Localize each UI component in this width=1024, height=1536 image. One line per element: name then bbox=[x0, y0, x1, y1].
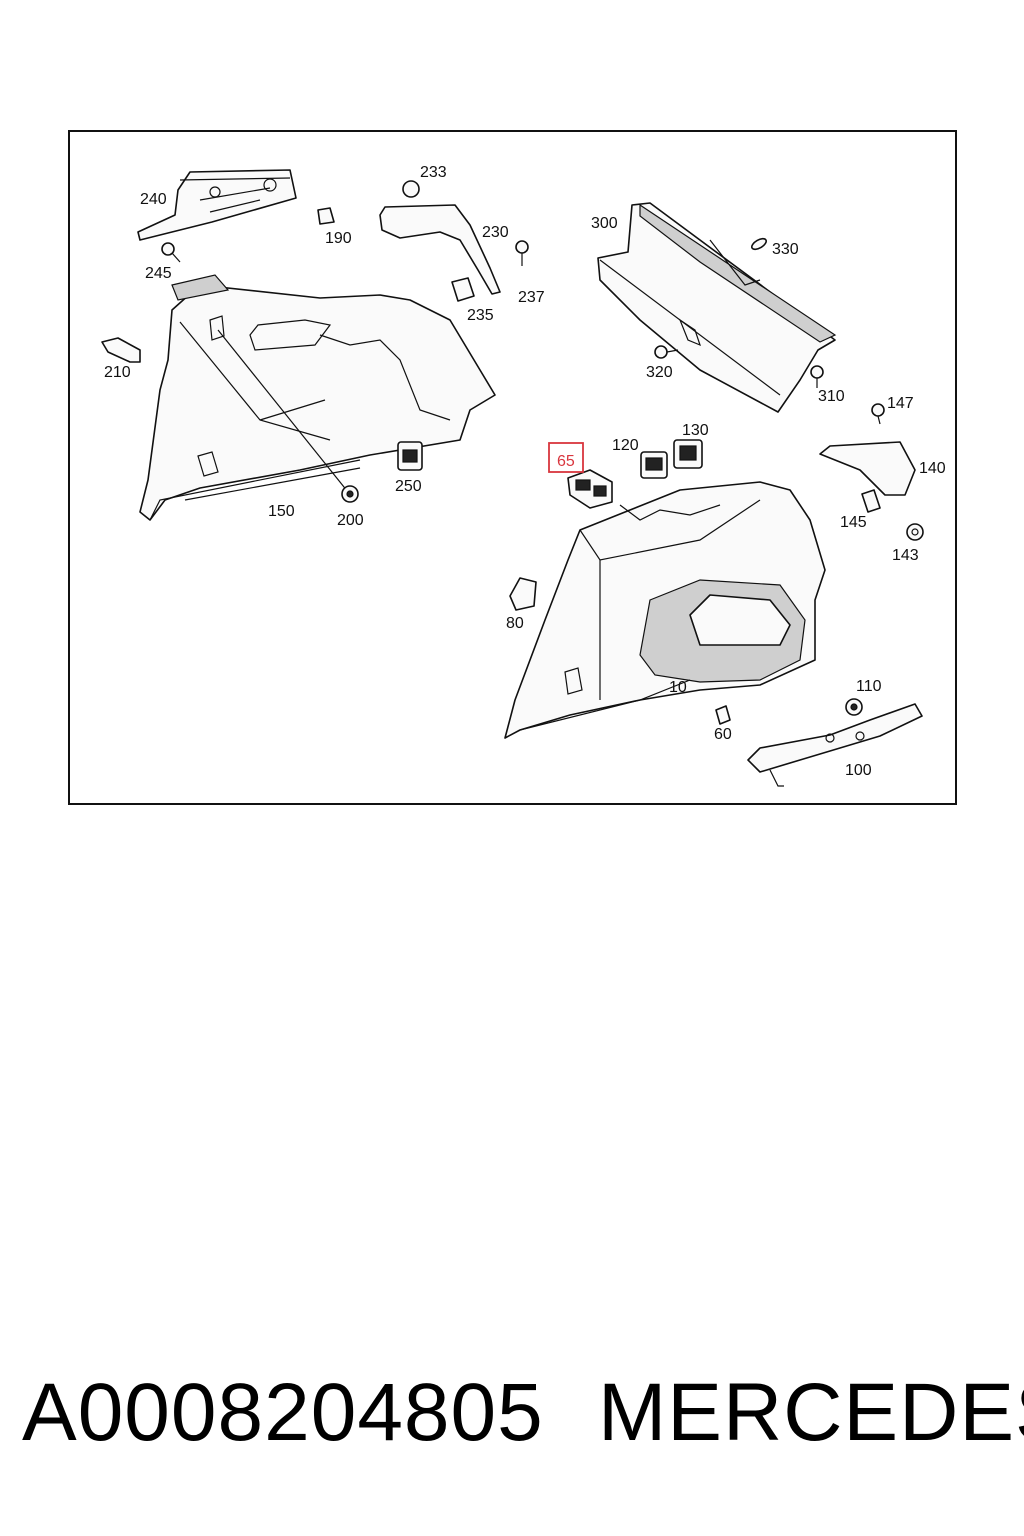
part-130-switch bbox=[673, 439, 703, 469]
part-300-rear-panel bbox=[597, 202, 837, 413]
diagram-frame bbox=[68, 130, 957, 805]
part-330-clip bbox=[750, 237, 768, 251]
label-237: 237 bbox=[518, 289, 545, 306]
part-245-bolt bbox=[161, 242, 181, 263]
label-240: 240 bbox=[140, 191, 167, 208]
highlight-box-65 bbox=[548, 442, 584, 473]
part-233-grommet bbox=[402, 180, 420, 198]
label-230: 230 bbox=[482, 224, 509, 241]
part-140-bracket bbox=[819, 441, 916, 496]
label-250: 250 bbox=[395, 478, 422, 495]
part-143-nut bbox=[906, 523, 924, 541]
label-200: 200 bbox=[337, 512, 364, 529]
label-147: 147 bbox=[887, 395, 914, 412]
label-10: 10 bbox=[669, 679, 687, 696]
label-130: 130 bbox=[682, 422, 709, 439]
label-80: 80 bbox=[506, 615, 524, 632]
label-233: 233 bbox=[420, 164, 447, 181]
label-143: 143 bbox=[892, 547, 919, 564]
part-210-bracket bbox=[101, 337, 141, 363]
parts-diagram: 233 240 190 230 300 330 245 237 235 210 … bbox=[68, 130, 957, 805]
label-210: 210 bbox=[104, 364, 131, 381]
label-120: 120 bbox=[612, 437, 639, 454]
label-300: 300 bbox=[591, 215, 618, 232]
part-60-clip bbox=[715, 705, 731, 725]
part-110-nut bbox=[845, 698, 863, 716]
label-330: 330 bbox=[772, 241, 799, 258]
part-65-connector bbox=[567, 469, 613, 509]
part-150-left-trim bbox=[139, 274, 496, 521]
label-150: 150 bbox=[268, 503, 295, 520]
part-120-switch bbox=[640, 451, 668, 479]
label-60: 60 bbox=[714, 726, 732, 743]
label-65: 65 bbox=[557, 453, 575, 470]
part-80-clip bbox=[509, 577, 537, 611]
part-number: A0008204805 bbox=[22, 1367, 544, 1458]
label-100: 100 bbox=[845, 762, 872, 779]
label-320: 320 bbox=[646, 364, 673, 381]
part-100-bracket bbox=[747, 703, 923, 787]
label-245: 245 bbox=[145, 265, 172, 282]
part-190-clip bbox=[317, 207, 335, 225]
part-200-screw bbox=[217, 329, 359, 503]
label-190: 190 bbox=[325, 230, 352, 247]
label-235: 235 bbox=[467, 307, 494, 324]
brand-name: MERCEDES bbox=[598, 1367, 1024, 1458]
label-140: 140 bbox=[919, 460, 946, 477]
part-237-screw bbox=[515, 240, 529, 266]
part-230-trim bbox=[379, 204, 501, 295]
part-10-right-trim bbox=[504, 481, 826, 739]
part-145-cap bbox=[861, 489, 881, 513]
part-320-screw bbox=[654, 345, 679, 359]
part-250-switch bbox=[397, 441, 423, 471]
part-147-bolt bbox=[871, 403, 885, 425]
label-110: 110 bbox=[856, 678, 882, 695]
label-145: 145 bbox=[840, 514, 867, 531]
part-240-bracket bbox=[137, 169, 297, 241]
part-235-cap bbox=[451, 277, 475, 302]
label-310: 310 bbox=[818, 388, 845, 405]
part-310-clip bbox=[810, 365, 824, 388]
